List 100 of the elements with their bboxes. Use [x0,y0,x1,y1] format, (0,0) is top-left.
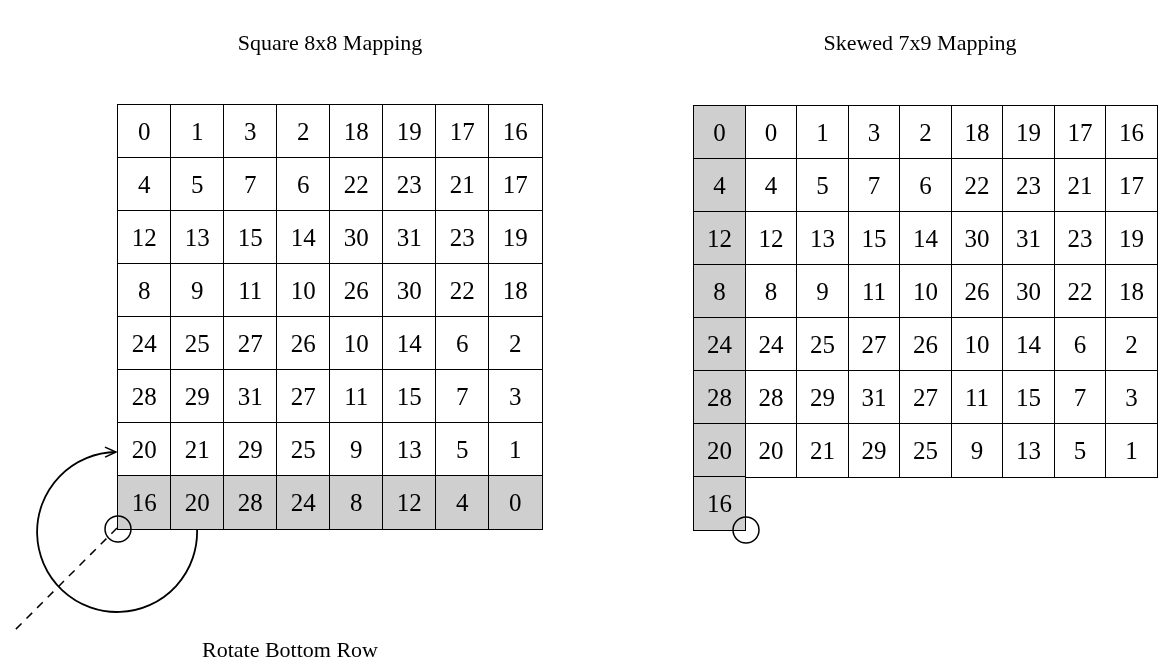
grid-cell: 29 [170,369,225,424]
grid-cell: 3 [1105,370,1158,425]
grid-cell: 20 [117,422,172,477]
grid-cell: 12 [117,210,172,265]
grid-cell: 5 [796,158,849,213]
grid-cell: 13 [1002,423,1055,478]
grid-cell: 7 [435,369,490,424]
grid-cell: 1 [1105,423,1158,478]
grid-cell: 2 [488,316,543,371]
grid-cell: 23 [382,157,437,212]
grid-cell: 6 [899,158,952,213]
grid-cell: 8 [329,475,384,530]
grid-cell: 18 [488,263,543,318]
grid-cell: 15 [223,210,278,265]
grid-cell: 6 [435,316,490,371]
grid-cell: 2 [276,104,331,159]
grid-cell: 31 [223,369,278,424]
grid-cell: 7 [223,157,278,212]
grid-cell: 13 [382,422,437,477]
grid-cell: 21 [796,423,849,478]
grid-cell: 29 [223,422,278,477]
grid-cell: 0 [488,475,543,530]
grid-cell: 11 [329,369,384,424]
grid-cell: 1 [170,104,225,159]
grid-cell: 13 [170,210,225,265]
grid-cell: 21 [170,422,225,477]
grid-cell: 31 [382,210,437,265]
grid-cell: 23 [435,210,490,265]
grid-cell: 17 [488,157,543,212]
grid-cell: 19 [488,210,543,265]
grid-cell: 11 [223,263,278,318]
grid-cell: 18 [329,104,384,159]
grid-cell: 26 [899,317,952,372]
grid-cell: 22 [329,157,384,212]
grid-cell: 25 [276,422,331,477]
grid-cell: 27 [223,316,278,371]
grid-cell: 10 [329,316,384,371]
grid-cell: 0 [693,105,746,160]
grid-cell: 27 [899,370,952,425]
grid-cell: 4 [117,157,172,212]
grid-cell: 23 [1002,158,1055,213]
grid-cell: 5 [170,157,225,212]
grid-cell: 0 [117,104,172,159]
grid-cell: 3 [223,104,278,159]
grid-cell: 2 [1105,317,1158,372]
grid-cell: 16 [117,475,172,530]
grid-cell: 22 [435,263,490,318]
grid-cell: 9 [329,422,384,477]
grid-cell: 4 [435,475,490,530]
grid-cell: 19 [1105,211,1158,266]
grid-cell: 21 [435,157,490,212]
grid-cell: 2 [899,105,952,160]
grid-cell: 12 [382,475,437,530]
grid-cell: 26 [276,316,331,371]
heading: Skewed 7x9 Mapping [822,29,1018,57]
grid-cell: 25 [899,423,952,478]
grid-cell: 29 [796,370,849,425]
grid-cell: 14 [899,211,952,266]
grid-cell: 25 [170,316,225,371]
grid-cell: 24 [117,316,172,371]
grid-cell: 20 [744,423,798,478]
heading: Square 8x8 Mapping [236,29,424,57]
grid-cell: 14 [276,210,331,265]
caption: Rotate Bottom Row [201,636,379,662]
grid-cell: 9 [170,263,225,318]
grid-cell: 28 [117,369,172,424]
grid-cell: 13 [796,211,849,266]
grid-cell: 10 [899,264,952,319]
grid-cell: 15 [382,369,437,424]
grid-cell: 5 [435,422,490,477]
grid-cell: 20 [170,475,225,530]
grid-cell: 24 [693,317,746,372]
grid-cell: 3 [488,369,543,424]
grid-cell: 14 [1002,317,1055,372]
grid-cell: 31 [1002,211,1055,266]
grid-cell: 1 [796,105,849,160]
grid-cell: 6 [276,157,331,212]
grid-cell: 30 [382,263,437,318]
grid-cell: 17 [1105,158,1158,213]
grid-cell: 20 [693,423,746,478]
grid-cell: 29 [847,423,901,478]
grid-cell: 30 [1002,264,1055,319]
grid-cell: 19 [382,104,437,159]
grid-cell: 18 [1105,264,1158,319]
grid-cell: 15 [1002,370,1055,425]
grid-cell: 17 [435,104,490,159]
grid-cell: 16 [1105,105,1158,160]
grid-cell: 28 [223,475,278,530]
grid-cell: 25 [796,317,849,372]
grid-cell: 5 [1053,423,1107,478]
grid-cell: 8 [693,264,746,319]
grid-cell: 1 [488,422,543,477]
grid-cell: 14 [382,316,437,371]
grid-cell: 9 [796,264,849,319]
grid-cell: 16 [488,104,543,159]
grid-cell: 26 [329,263,384,318]
grid-cell: 10 [276,263,331,318]
grid-cell: 4 [693,158,746,213]
grid-cell: 30 [329,210,384,265]
grid-cell: 12 [693,211,746,266]
